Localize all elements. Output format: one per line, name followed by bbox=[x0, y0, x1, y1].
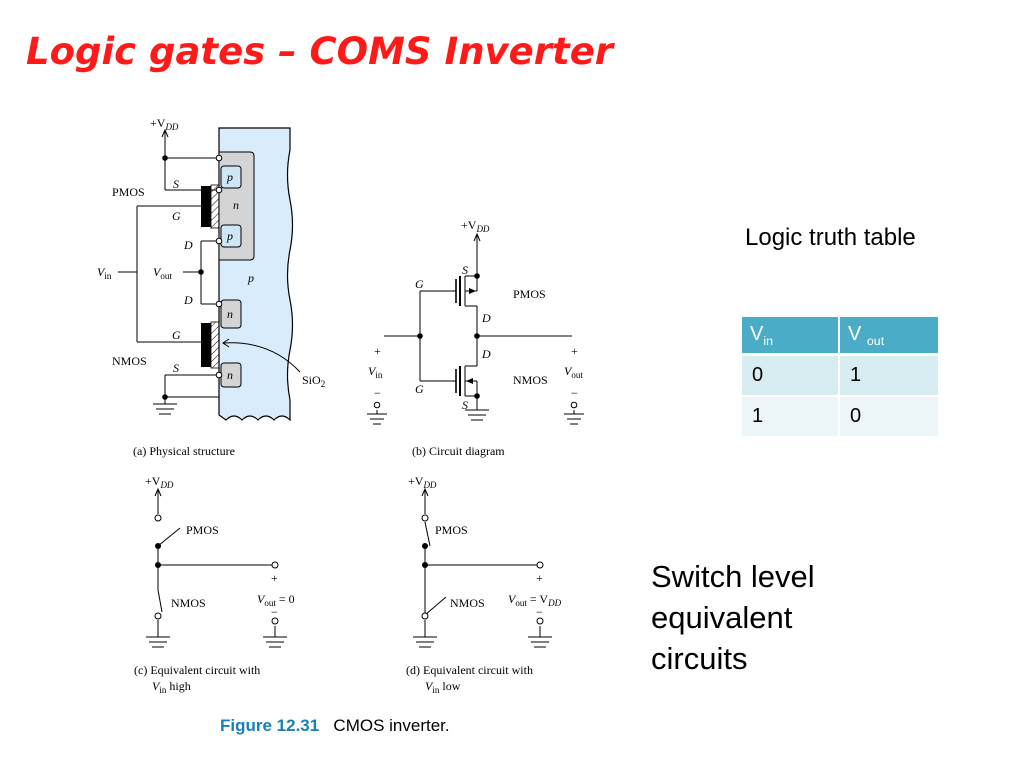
nmos-drain-region bbox=[220, 299, 242, 329]
svg-text:NMOS: NMOS bbox=[450, 596, 485, 610]
svg-text:−: − bbox=[571, 386, 578, 400]
panel-a-caption: (a) Physical structure bbox=[133, 444, 235, 458]
table-cell-vout: 0 bbox=[839, 396, 938, 438]
table-row: 1 0 bbox=[742, 396, 938, 438]
figure-number: Figure 12.31 bbox=[220, 716, 320, 735]
slide-title: Logic gates – COMS Inverter bbox=[26, 30, 614, 73]
svg-text:S: S bbox=[462, 398, 468, 412]
figure-caption: Figure 12.31 CMOS inverter. bbox=[220, 716, 450, 736]
nmos-gate bbox=[201, 323, 211, 367]
panel-c-caption: (c) Equivalent circuit with bbox=[134, 663, 260, 677]
svg-text:+: + bbox=[374, 344, 381, 358]
svg-text:+VDD: +VDD bbox=[150, 116, 179, 132]
svg-text:G: G bbox=[415, 277, 424, 291]
svg-text:Vin: Vin bbox=[97, 265, 112, 281]
svg-text:+: + bbox=[536, 571, 543, 585]
svg-text:p: p bbox=[226, 170, 233, 184]
truth-table: Vin V out 0 1 1 0 bbox=[742, 317, 938, 438]
svg-text:D: D bbox=[481, 347, 491, 361]
svg-text:NMOS: NMOS bbox=[112, 354, 147, 368]
nmos-oxide bbox=[210, 321, 220, 369]
truth-table-caption: Logic truth table bbox=[745, 224, 916, 251]
svg-text:S: S bbox=[462, 263, 468, 277]
panel-circuit-diagram: +VDD S G PMOS D D NMOS G S + Vin − + Vou… bbox=[367, 218, 584, 458]
svg-text:NMOS: NMOS bbox=[171, 596, 206, 610]
svg-text:+: + bbox=[571, 344, 578, 358]
svg-text:p: p bbox=[226, 229, 233, 243]
svg-text:S: S bbox=[173, 361, 179, 375]
svg-text:G: G bbox=[415, 382, 424, 396]
svg-text:−: − bbox=[271, 605, 278, 619]
svg-text:PMOS: PMOS bbox=[186, 523, 219, 537]
table-cell-vin: 0 bbox=[742, 354, 840, 397]
table-cell-vin: 1 bbox=[742, 396, 840, 438]
svg-text:PMOS: PMOS bbox=[513, 287, 546, 301]
svg-text:Vin low: Vin low bbox=[425, 679, 461, 695]
table-row: 0 1 bbox=[742, 354, 938, 397]
svg-text:D: D bbox=[183, 293, 193, 307]
svg-text:G: G bbox=[172, 328, 181, 342]
svg-text:SiO2: SiO2 bbox=[302, 373, 325, 389]
header-vin: Vin bbox=[742, 317, 840, 356]
svg-text:n: n bbox=[227, 307, 233, 321]
svg-text:Vin: Vin bbox=[368, 364, 383, 380]
panel-physical-structure: +VDD S PMOS G D Vin Vout D G NMOS S p n … bbox=[97, 116, 325, 458]
svg-text:Vout: Vout bbox=[564, 364, 583, 380]
panel-d-caption: (d) Equivalent circuit with bbox=[406, 663, 533, 677]
svg-text:NMOS: NMOS bbox=[513, 373, 548, 387]
pmos-source-region bbox=[220, 165, 242, 189]
panel-equivalent-high: +VDD PMOS NMOS + Vout = 0 − (c) Equivale… bbox=[134, 474, 295, 695]
svg-text:D: D bbox=[481, 311, 491, 325]
svg-text:PMOS: PMOS bbox=[112, 185, 145, 199]
panel-a-dots bbox=[162, 154, 223, 400]
svg-text:G: G bbox=[172, 209, 181, 223]
svg-text:Vout = 0: Vout = 0 bbox=[257, 592, 295, 608]
svg-text:−: − bbox=[536, 605, 543, 619]
svg-text:D: D bbox=[183, 238, 193, 252]
panel-equivalent-low: +VDD PMOS NMOS + Vout = VDD − (d) Equiva… bbox=[406, 474, 562, 695]
svg-text:+VDD: +VDD bbox=[408, 474, 437, 490]
pmos-gate bbox=[201, 186, 211, 227]
svg-text:+VDD: +VDD bbox=[145, 474, 174, 490]
svg-text:Vout = VDD: Vout = VDD bbox=[508, 592, 562, 608]
svg-text:n: n bbox=[233, 198, 239, 212]
truth-table-header-row: Vin V out bbox=[742, 317, 938, 356]
svg-text:n: n bbox=[227, 368, 233, 382]
svg-text:+: + bbox=[271, 571, 278, 585]
panel-b-caption: (b) Circuit diagram bbox=[412, 444, 505, 458]
svg-text:−: − bbox=[374, 386, 381, 400]
header-vout: V out bbox=[839, 317, 938, 356]
pmos-drain-region bbox=[220, 224, 242, 248]
svg-text:Vout: Vout bbox=[153, 265, 172, 281]
svg-text:Vin high: Vin high bbox=[152, 679, 191, 695]
table-cell-vout: 1 bbox=[839, 354, 938, 397]
svg-text:+VDD: +VDD bbox=[461, 218, 490, 234]
svg-text:p: p bbox=[247, 271, 254, 285]
svg-text:PMOS: PMOS bbox=[435, 523, 468, 537]
figure-caption-text: CMOS inverter. bbox=[333, 716, 450, 735]
switch-level-caption: Switch level equivalent circuits bbox=[651, 559, 815, 676]
panel-a-wires bbox=[118, 128, 301, 415]
svg-text:S: S bbox=[173, 177, 179, 191]
